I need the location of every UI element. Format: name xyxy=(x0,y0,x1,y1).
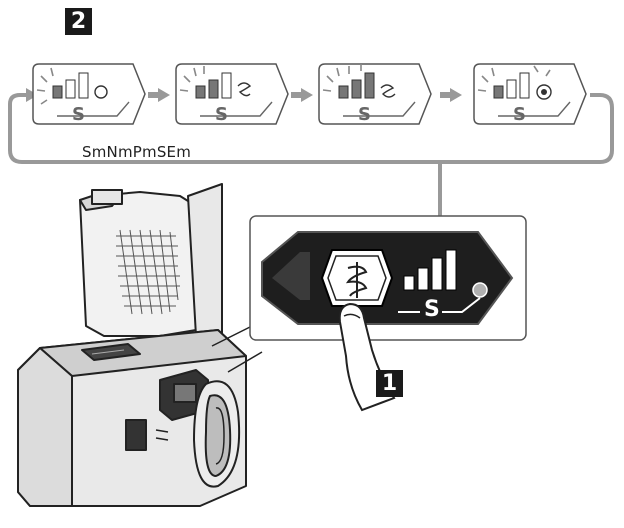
step-2-badge: 2 xyxy=(65,8,92,35)
loop-arrowhead xyxy=(26,88,38,102)
control-panel-zoom: S xyxy=(249,215,527,412)
step-1-badge: 1 xyxy=(376,370,403,397)
speed-bar-3 xyxy=(431,257,443,291)
svg-text:S: S xyxy=(215,104,228,125)
grip-texture xyxy=(116,229,180,315)
mode-icon-2: S xyxy=(175,63,289,125)
svg-text:S: S xyxy=(513,104,526,125)
panel-s-label: S xyxy=(424,297,440,322)
seq-arrow-1 xyxy=(148,88,170,102)
seq-arrow-3 xyxy=(440,88,462,102)
mode-icon-3: S xyxy=(318,63,432,125)
indicator-led xyxy=(472,282,488,298)
mode-icon-4: S xyxy=(473,63,587,125)
mode-s-label: S xyxy=(72,104,85,125)
mode-icon-1: S xyxy=(32,63,146,125)
svg-text:S: S xyxy=(358,104,371,125)
mode-sequence-caption: SmNmPmSEm xyxy=(82,143,192,161)
impact-driver-illustration xyxy=(17,183,263,507)
seq-arrow-2 xyxy=(291,88,313,102)
mode-button[interactable] xyxy=(320,249,394,307)
speed-bar-2 xyxy=(417,267,429,291)
screw-icon xyxy=(345,262,368,298)
speed-bar-1 xyxy=(403,275,415,291)
